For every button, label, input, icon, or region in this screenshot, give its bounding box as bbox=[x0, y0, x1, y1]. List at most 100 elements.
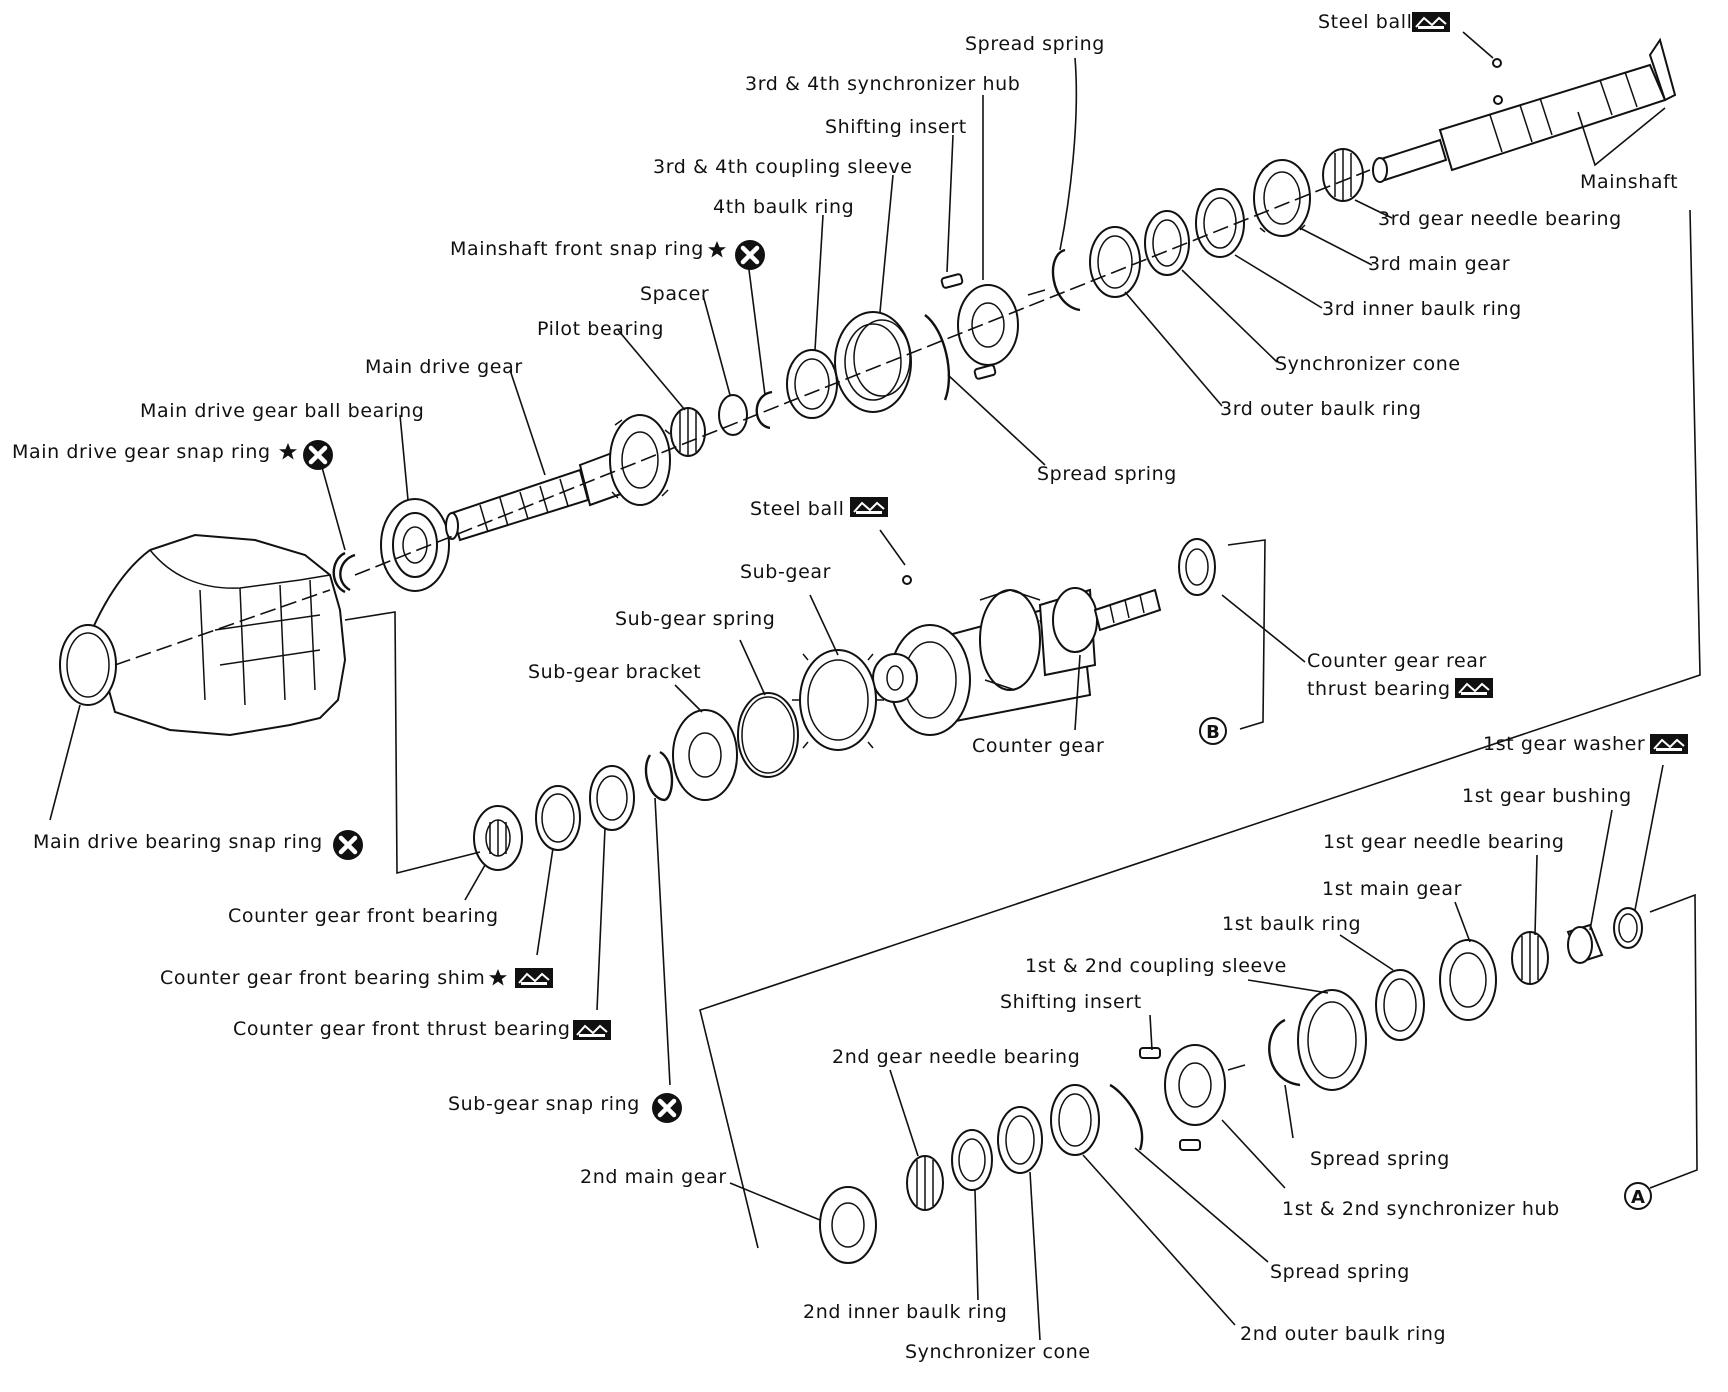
connector-lines bbox=[344, 209, 1701, 1249]
2nd-main-gear-part bbox=[819, 1186, 877, 1264]
label-2nd-outer-baulk-ring: 2nd outer baulk ring bbox=[1240, 1323, 1446, 1345]
counter-gear-front-thrust-bearing-part bbox=[589, 765, 635, 831]
label-spread-spring-bottom: Spread spring bbox=[1270, 1261, 1410, 1283]
connector-a-text: A bbox=[1631, 1187, 1645, 1208]
x-circle-icon bbox=[652, 1093, 682, 1123]
1st-2nd-synchronizer-hub-part bbox=[1139, 1044, 1246, 1151]
x-circle-icon bbox=[303, 440, 333, 470]
1st-gear-washer-part bbox=[1613, 907, 1643, 949]
1st-2nd-coupling-sleeve-part bbox=[1297, 989, 1367, 1091]
2nd-gear-needle-bearing-part bbox=[906, 1155, 944, 1211]
label-mainshaft: Mainshaft bbox=[1580, 171, 1678, 193]
grease-application-icon bbox=[1411, 11, 1451, 33]
symbols: B A bbox=[279, 11, 1689, 1210]
label-counter-gear-front-bearing-shim: Counter gear front bearing shim bbox=[160, 967, 485, 989]
counter-gear-front-bearing-part bbox=[473, 805, 523, 871]
synchronizer-cone-part-bottom bbox=[997, 1106, 1043, 1174]
spread-spring-part-2 bbox=[1051, 248, 1081, 312]
label-3rd-gear-needle-bearing: 3rd gear needle bearing bbox=[1378, 208, 1622, 230]
label-counter-gear-front-thrust-bearing: Counter gear front thrust bearing bbox=[233, 1018, 571, 1040]
label-1st-gear-washer: 1st gear washer bbox=[1483, 733, 1645, 755]
label-sub-gear-spring: Sub-gear spring bbox=[615, 608, 775, 630]
spread-spring-part-3 bbox=[1268, 1018, 1301, 1087]
label-spread-spring-top: Spread spring bbox=[965, 33, 1105, 55]
label-counter-gear-rear-thrust-bearing-1: Counter gear rear bbox=[1307, 650, 1487, 672]
label-spread-spring-bottom-right: Spread spring bbox=[1310, 1148, 1450, 1170]
1st-baulk-ring-part bbox=[1375, 969, 1425, 1041]
label-counter-gear-front-bearing: Counter gear front bearing bbox=[228, 905, 499, 927]
label-main-drive-gear-ball-bearing: Main drive gear ball bearing bbox=[140, 400, 424, 422]
label-spread-spring-mid: Spread spring bbox=[1037, 463, 1177, 485]
label-3rd-4th-coupling-sleeve: 3rd & 4th coupling sleeve bbox=[653, 156, 913, 178]
label-3rd-main-gear: 3rd main gear bbox=[1368, 253, 1510, 275]
label-1st-main-gear: 1st main gear bbox=[1322, 878, 1462, 900]
connector-b-text: B bbox=[1206, 722, 1220, 743]
connector-marker-b: B bbox=[1199, 717, 1227, 745]
grease-application-icon bbox=[1454, 677, 1494, 699]
label-1st-2nd-coupling-sleeve: 1st & 2nd coupling sleeve bbox=[1025, 955, 1287, 977]
1st-gear-bushing-part bbox=[1566, 923, 1604, 964]
spacer-part bbox=[718, 394, 748, 436]
grease-application-icon bbox=[849, 496, 889, 518]
grease-application-icon bbox=[514, 967, 554, 989]
label-main-drive-gear-snap-ring: Main drive gear snap ring bbox=[12, 441, 271, 463]
centerlines bbox=[114, 169, 1371, 666]
2nd-inner-baulk-ring-part bbox=[951, 1129, 993, 1191]
pilot-bearing-part bbox=[670, 407, 706, 457]
1st-gear-needle-bearing-part bbox=[1511, 931, 1549, 985]
grease-application-icon bbox=[572, 1019, 612, 1041]
2nd-outer-baulk-ring-part bbox=[1050, 1084, 1100, 1156]
synchronizer-cone-part-top bbox=[1144, 210, 1190, 276]
label-pilot-bearing: Pilot bearing bbox=[537, 318, 664, 340]
label-counter-gear: Counter gear bbox=[972, 735, 1104, 757]
label-counter-gear-rear-thrust-bearing-2: thrust bearing bbox=[1307, 678, 1451, 700]
leader-lines bbox=[49, 31, 1666, 1341]
mainshaft-front-snap-ring-part bbox=[755, 390, 773, 430]
3rd-main-gear-part bbox=[1253, 159, 1311, 237]
label-mainshaft-front-snap-ring: Mainshaft front snap ring bbox=[450, 238, 704, 260]
counter-gear-rear-thrust-bearing-part bbox=[1178, 538, 1216, 596]
counter-gear-front-bearing-shim-part bbox=[535, 785, 581, 851]
label-synchronizer-cone-top: Synchronizer cone bbox=[1275, 353, 1461, 375]
main-drive-gear-snap-ring-part bbox=[332, 551, 356, 594]
counter-gear-part bbox=[872, 575, 1162, 736]
spread-spring-part-4 bbox=[1109, 1083, 1144, 1151]
star-icon bbox=[279, 443, 297, 460]
1st-main-gear-part bbox=[1439, 939, 1497, 1021]
sub-gear-bracket-part bbox=[672, 709, 738, 801]
label-1st-gear-needle-bearing: 1st gear needle bearing bbox=[1323, 831, 1565, 853]
sub-gear-snap-ring-part bbox=[644, 750, 674, 802]
label-steel-ball-mid: Steel ball bbox=[750, 498, 844, 520]
label-main-drive-bearing-snap-ring: Main drive bearing snap ring bbox=[33, 831, 323, 853]
label-4th-baulk-ring: 4th baulk ring bbox=[713, 196, 854, 218]
label-1st-2nd-synchronizer-hub: 1st & 2nd synchronizer hub bbox=[1282, 1198, 1560, 1220]
label-3rd-inner-baulk-ring: 3rd inner baulk ring bbox=[1322, 298, 1522, 320]
label-3rd-outer-baulk-ring: 3rd outer baulk ring bbox=[1220, 398, 1422, 420]
label-2nd-inner-baulk-ring: 2nd inner baulk ring bbox=[803, 1301, 1007, 1323]
star-icon bbox=[708, 241, 726, 258]
3rd-4th-synchronizer-hub-part bbox=[940, 273, 1046, 380]
4th-baulk-ring-part bbox=[786, 349, 838, 419]
main-drive-gear-ball-bearing-part bbox=[380, 498, 450, 592]
label-1st-baulk-ring: 1st baulk ring bbox=[1222, 913, 1361, 935]
connector-marker-a: A bbox=[1624, 1182, 1652, 1210]
label-3rd-4th-synchronizer-hub: 3rd & 4th synchronizer hub bbox=[745, 73, 1020, 95]
x-circle-icon bbox=[735, 240, 765, 270]
3rd-outer-baulk-ring-part bbox=[1089, 226, 1141, 298]
label-2nd-main-gear: 2nd main gear bbox=[580, 1166, 727, 1188]
label-2nd-gear-needle-bearing: 2nd gear needle bearing bbox=[832, 1046, 1080, 1068]
label-shifting-insert-bottom: Shifting insert bbox=[1000, 991, 1142, 1013]
label-sub-gear: Sub-gear bbox=[740, 561, 831, 583]
transmission-case bbox=[59, 533, 347, 737]
label-main-drive-gear: Main drive gear bbox=[365, 356, 523, 378]
label-1st-gear-bushing: 1st gear bushing bbox=[1462, 785, 1632, 807]
labels: Steel ball Spread spring 3rd & 4th synch… bbox=[12, 11, 1678, 1363]
label-synchronizer-cone-bottom: Synchronizer cone bbox=[905, 1341, 1091, 1363]
main-drive-gear-part bbox=[445, 414, 671, 542]
sub-gear-spring-part bbox=[737, 692, 799, 778]
label-steel-ball-top: Steel ball bbox=[1318, 11, 1412, 33]
3rd-4th-coupling-sleeve-part bbox=[834, 311, 912, 413]
mainshaft-part bbox=[1372, 37, 1677, 183]
label-sub-gear-snap-ring: Sub-gear snap ring bbox=[448, 1093, 640, 1115]
